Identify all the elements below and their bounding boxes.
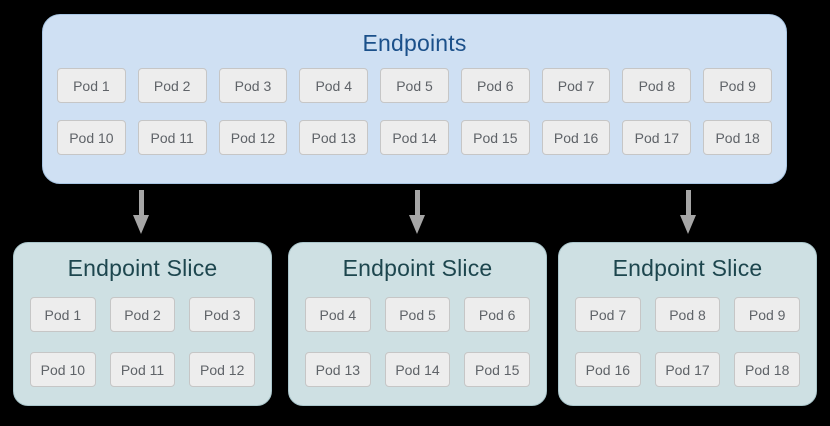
pod-box: Pod 3 (189, 297, 256, 332)
pod-box: Pod 7 (575, 297, 641, 332)
slice-pod-row-1: Pod 7 Pod 8 Pod 9 (575, 297, 801, 332)
slice-pod-row-1: Pod 1 Pod 2 Pod 3 (30, 297, 256, 332)
pod-box: Pod 15 (460, 120, 530, 155)
arrow-shaft (414, 190, 420, 215)
pod-box: Pod 3 (218, 68, 288, 103)
pod-box: Pod 1 (30, 297, 96, 332)
pod-box: Pod 10 (57, 120, 126, 155)
down-arrow-icon (133, 190, 149, 234)
pod-box: Pod 2 (109, 297, 176, 332)
pod-box: Pod 2 (137, 68, 207, 103)
pod-box: Pod 4 (305, 297, 371, 332)
pod-box: Pod 10 (30, 352, 96, 387)
pod-box: Pod 5 (380, 68, 449, 103)
down-arrow-icon (409, 190, 425, 234)
pod-box: Pod 12 (218, 120, 288, 155)
arrow-shaft (685, 190, 691, 215)
endpoints-box: Endpoints Pod 1 Pod 2 Pod 3 Pod 4 Pod 5 … (42, 14, 787, 184)
pod-box: Pod 15 (464, 352, 531, 387)
arrow-head (680, 215, 696, 234)
endpoint-slice-box-2: Endpoint Slice Pod 4 Pod 5 Pod 6 Pod 13 … (288, 242, 547, 406)
endpoint-slice-title: Endpoint Slice (612, 255, 763, 281)
pod-box: Pod 13 (299, 120, 369, 155)
pod-box: Pod 18 (703, 120, 773, 155)
pod-box: Pod 16 (575, 352, 641, 387)
pod-box: Pod 17 (654, 352, 721, 387)
pod-box: Pod 11 (137, 120, 207, 155)
pod-box: Pod 8 (654, 297, 721, 332)
endpoint-slice-title: Endpoint Slice (342, 255, 493, 281)
pod-box: Pod 6 (464, 297, 531, 332)
pod-box: Pod 13 (305, 352, 371, 387)
endpoint-slice-title: Endpoint Slice (67, 255, 218, 281)
pod-box: Pod 17 (622, 120, 692, 155)
down-arrow-icon (680, 190, 696, 234)
slice-pod-row-2: Pod 10 Pod 11 Pod 12 (30, 352, 256, 387)
pod-box: Pod 1 (57, 68, 126, 103)
pod-box: Pod 11 (109, 352, 176, 387)
arrow-head (409, 215, 425, 234)
pod-box: Pod 9 (734, 297, 801, 332)
endpoint-slice-box-3: Endpoint Slice Pod 7 Pod 8 Pod 9 Pod 16 … (558, 242, 817, 406)
slice-pod-row-2: Pod 13 Pod 14 Pod 15 (305, 352, 531, 387)
pod-box: Pod 8 (622, 68, 692, 103)
slice-pod-row-2: Pod 16 Pod 17 Pod 18 (575, 352, 801, 387)
endpoints-title: Endpoints (362, 30, 467, 56)
endpoints-pod-row-1: Pod 1 Pod 2 Pod 3 Pod 4 Pod 5 Pod 6 Pod … (57, 68, 773, 103)
pod-box: Pod 16 (541, 120, 611, 155)
slice-pod-row-1: Pod 4 Pod 5 Pod 6 (305, 297, 531, 332)
pod-box: Pod 9 (703, 68, 773, 103)
pod-box: Pod 14 (380, 120, 449, 155)
arrow-head (133, 215, 149, 234)
pod-box: Pod 12 (189, 352, 256, 387)
pod-box: Pod 7 (541, 68, 611, 103)
pod-box: Pod 6 (460, 68, 530, 103)
pod-box: Pod 4 (299, 68, 369, 103)
pod-box: Pod 18 (734, 352, 801, 387)
pod-box: Pod 5 (384, 297, 451, 332)
pod-box: Pod 14 (384, 352, 451, 387)
endpoint-slice-box-1: Endpoint Slice Pod 1 Pod 2 Pod 3 Pod 10 … (13, 242, 272, 406)
arrow-shaft (138, 190, 144, 215)
endpoints-pod-row-2: Pod 10 Pod 11 Pod 12 Pod 13 Pod 14 Pod 1… (57, 120, 773, 155)
